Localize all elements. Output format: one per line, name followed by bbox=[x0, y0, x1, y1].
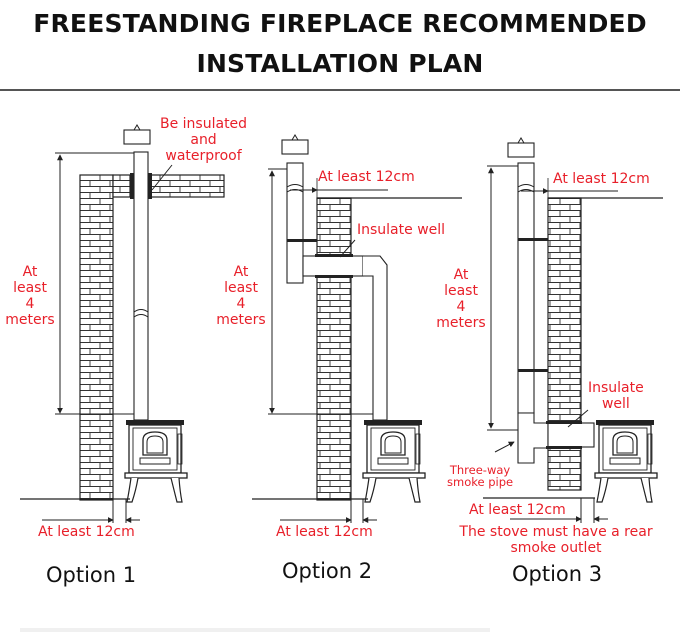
bottom-bar bbox=[20, 628, 490, 632]
option-2-insulation-label: Insulate well bbox=[357, 222, 446, 238]
option-3-top-clearance-label: At least 12cm bbox=[553, 171, 650, 187]
option-3-height-label: At least 4 meters bbox=[436, 267, 486, 331]
option-3-insulation-label: Insulate well bbox=[588, 380, 644, 412]
title-divider bbox=[0, 89, 680, 91]
option-1-diagram bbox=[20, 124, 225, 523]
option-3-diagram bbox=[483, 137, 663, 523]
option-1-clearance-label: At least 12cm bbox=[38, 524, 135, 540]
option-3-title: Option 3 bbox=[512, 562, 603, 586]
option-1-insulation-label: Be insulated and waterproof bbox=[160, 116, 248, 164]
page-title-line-2: INSTALLATION PLAN bbox=[196, 49, 484, 78]
option-2-height-label: At least 4 meters bbox=[216, 264, 266, 328]
option-2-top-clearance-label: At least 12cm bbox=[318, 169, 415, 185]
option-3-rear-outlet-note: The stove must have a rear smoke outlet bbox=[459, 524, 653, 556]
option-1-title: Option 1 bbox=[46, 563, 137, 587]
option-3-clearance-label: At least 12cm bbox=[469, 502, 566, 518]
option-2-title: Option 2 bbox=[282, 559, 373, 583]
option-2-clearance-label: At least 12cm bbox=[276, 524, 373, 540]
option-3-three-way-pipe-label: Three-way smoke pipe bbox=[447, 463, 514, 489]
option-2-diagram bbox=[252, 134, 462, 523]
page-title-line-1: FREESTANDING FIREPLACE RECOMMENDED bbox=[33, 9, 647, 38]
option-1-height-label: At least 4 meters bbox=[5, 264, 55, 328]
